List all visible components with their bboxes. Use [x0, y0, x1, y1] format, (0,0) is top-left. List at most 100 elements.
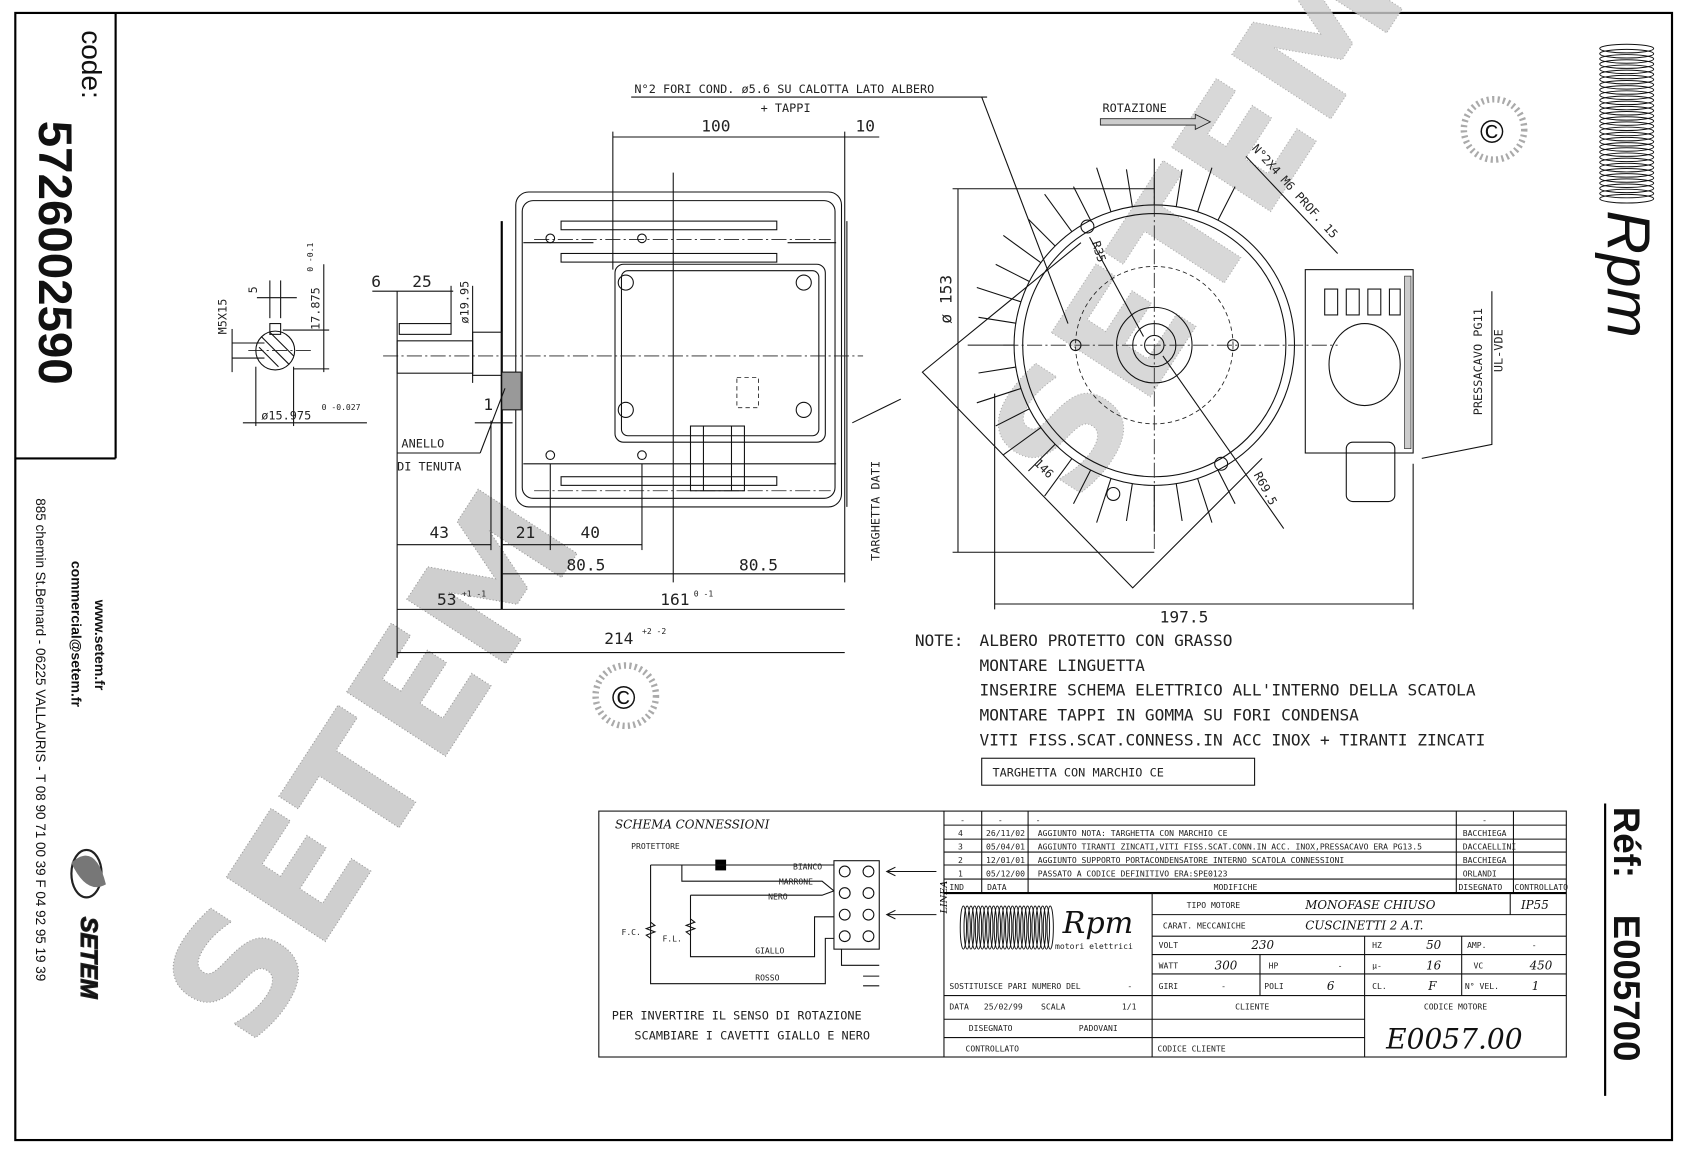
- resistor-fc-icon: [644, 921, 657, 939]
- sheet-border: [14, 11, 1674, 1142]
- coil-ring: [1599, 69, 1655, 80]
- cooling-fin: [1125, 169, 1133, 207]
- tie-rod-nut-icon: [637, 450, 647, 461]
- shaft-section-hatch: [258, 331, 294, 368]
- coil-ring: [1599, 142, 1655, 152]
- header-date: DATA: [987, 882, 1007, 892]
- cooling-fin: [976, 387, 1022, 404]
- terminal-icon: [1367, 288, 1382, 316]
- cooling-fin: [1125, 483, 1133, 522]
- shaft-section-view: M5X15 5 17.875 0 -0.1 ø15.975 0 -0.027: [216, 242, 367, 427]
- dim-197-5: 197.5: [1160, 607, 1209, 626]
- cooling-fin: [976, 286, 1022, 303]
- box-screw-icon: [795, 274, 812, 291]
- revision-drawn: BACCHIEGA: [1463, 828, 1507, 838]
- terminal-icon: [1388, 288, 1401, 316]
- side-view: N°2 FORI COND. ø5.6 SU CALOTTA LATO ALBE…: [371, 82, 1069, 658]
- vc-value: 450: [1529, 959, 1553, 973]
- poli-label: POLI: [1264, 981, 1284, 991]
- terminal-screw-icon: [838, 908, 851, 921]
- hz-value: 50: [1426, 938, 1442, 952]
- coil-ring: [963, 905, 971, 950]
- notes: NOTE: ALBERO PROTETTO CON GRASSO MONTARE…: [915, 631, 1486, 786]
- coil-ring: [1599, 95, 1655, 106]
- rpm-logo-text: Rpm: [1594, 210, 1662, 338]
- watermark-mark: ©: [1480, 113, 1504, 149]
- terminal-screw-icon: [862, 865, 875, 878]
- coil-ring: [1599, 136, 1655, 147]
- cooling-fin: [560, 252, 778, 263]
- amp-value: -: [1532, 940, 1537, 950]
- setem-logo-text: SETEM: [75, 917, 101, 1000]
- rev-blank: -: [1036, 815, 1041, 825]
- coil-ring: [1012, 905, 1020, 950]
- header-drawn: DISEGNATO: [1458, 882, 1502, 892]
- cooling-fin: [995, 408, 1030, 427]
- resistor-fl-icon: [684, 918, 697, 936]
- motor-code-label: CODICE MOTORE: [1424, 1002, 1487, 1012]
- revision-drawn: DACCAELLINI: [1463, 841, 1517, 851]
- terminal-screw-icon: [862, 887, 875, 899]
- dim-153: ø 153: [937, 275, 956, 324]
- motor-frame-inner: [521, 200, 836, 499]
- coil-ring: [1599, 193, 1655, 204]
- coil-ring: [1039, 905, 1047, 950]
- terminal-screw-icon: [862, 908, 875, 921]
- coil-ring: [974, 905, 983, 950]
- wire-label-marrone: MARRONE: [779, 876, 813, 886]
- volt-value: 230: [1250, 938, 1274, 952]
- tie-rod-hole-icon: [1106, 486, 1121, 501]
- revision-drawn: ORLANDI: [1463, 868, 1497, 878]
- setem-logo-wing-icon: [71, 855, 106, 888]
- cooling-fin: [1217, 469, 1236, 504]
- watermark-text: SETEM: [954, 0, 1443, 528]
- amp-label: AMP.: [1467, 940, 1486, 950]
- note-line: MONTARE LINGUETTA: [980, 656, 1146, 675]
- dim-53: 53: [437, 590, 456, 609]
- capacitor: [1328, 323, 1401, 407]
- nameplate-label: TARGHETTA DATI: [868, 461, 882, 561]
- reverse-instruction-1: PER INVERTIRE IL SENSO DI ROTAZIONE: [612, 1008, 862, 1022]
- box-screw-icon: [795, 401, 812, 418]
- r35-leader: [1089, 237, 1144, 337]
- coil-ring: [959, 905, 968, 950]
- seal-leader: [479, 388, 506, 454]
- date-value: 25/02/99: [984, 1002, 1023, 1012]
- title-block: SCHEMA CONNESSIONI PROTETTORE BIANCO MAR…: [598, 810, 1568, 1058]
- revision-change: AGGIUNTO SUPPORTO PORTACONDENSATORE INTE…: [1038, 855, 1345, 865]
- line-arrow-icon: [885, 866, 937, 877]
- note-line: INSERIRE SCHEMA ELETTRICO ALL'INTERNO DE…: [980, 681, 1476, 700]
- key-depth-dim: 17.875: [308, 287, 322, 330]
- holes-note-leader: [1245, 156, 1339, 254]
- revision-ind: 1: [958, 868, 963, 878]
- coil-ring: [1599, 178, 1655, 188]
- coil-ring: [986, 905, 994, 950]
- wire-label-rosso: ROSSO: [755, 972, 779, 982]
- hole-note: N°2 FORI COND. ø5.6 SU CALOTTA LATO ALBE…: [634, 82, 934, 96]
- coil-ring: [1008, 905, 1017, 950]
- ce-mark-note: TARGHETTA CON MARCHIO CE: [993, 766, 1164, 780]
- mech-value: CUSCINETTI 2 A.T.: [1305, 919, 1423, 933]
- dim-53-tolerance: +1 -1: [462, 588, 486, 598]
- rev-blank: -: [960, 815, 965, 825]
- fc-label: F.C.: [621, 927, 640, 937]
- terminal-box-section: [1304, 269, 1414, 454]
- hole-note-leader: [981, 96, 1069, 324]
- cooling-fin: [1096, 167, 1112, 212]
- revision-change: AGGIUNTO TIRANTI ZINCATI,VITI FISS.SCAT.…: [1038, 841, 1422, 851]
- ce-mark-box: [981, 757, 1256, 786]
- vc-label: VC: [1474, 961, 1484, 971]
- coil-ring: [1599, 173, 1655, 183]
- note-line: VITI FISS.SCAT.CONNESS.IN ACC INOX + TIR…: [980, 730, 1486, 749]
- cooling-fin: [1197, 167, 1213, 212]
- hp-value: -: [1338, 961, 1343, 971]
- website: www.setem.fr: [92, 599, 108, 691]
- coil-ring: [1599, 64, 1655, 75]
- coil-ring: [1599, 157, 1655, 168]
- mu-value: 16: [1426, 959, 1442, 973]
- tie-rod-hole-icon: [1080, 219, 1095, 234]
- rpm-coils-icon: [959, 905, 1054, 950]
- cooling-fin: [1028, 443, 1056, 472]
